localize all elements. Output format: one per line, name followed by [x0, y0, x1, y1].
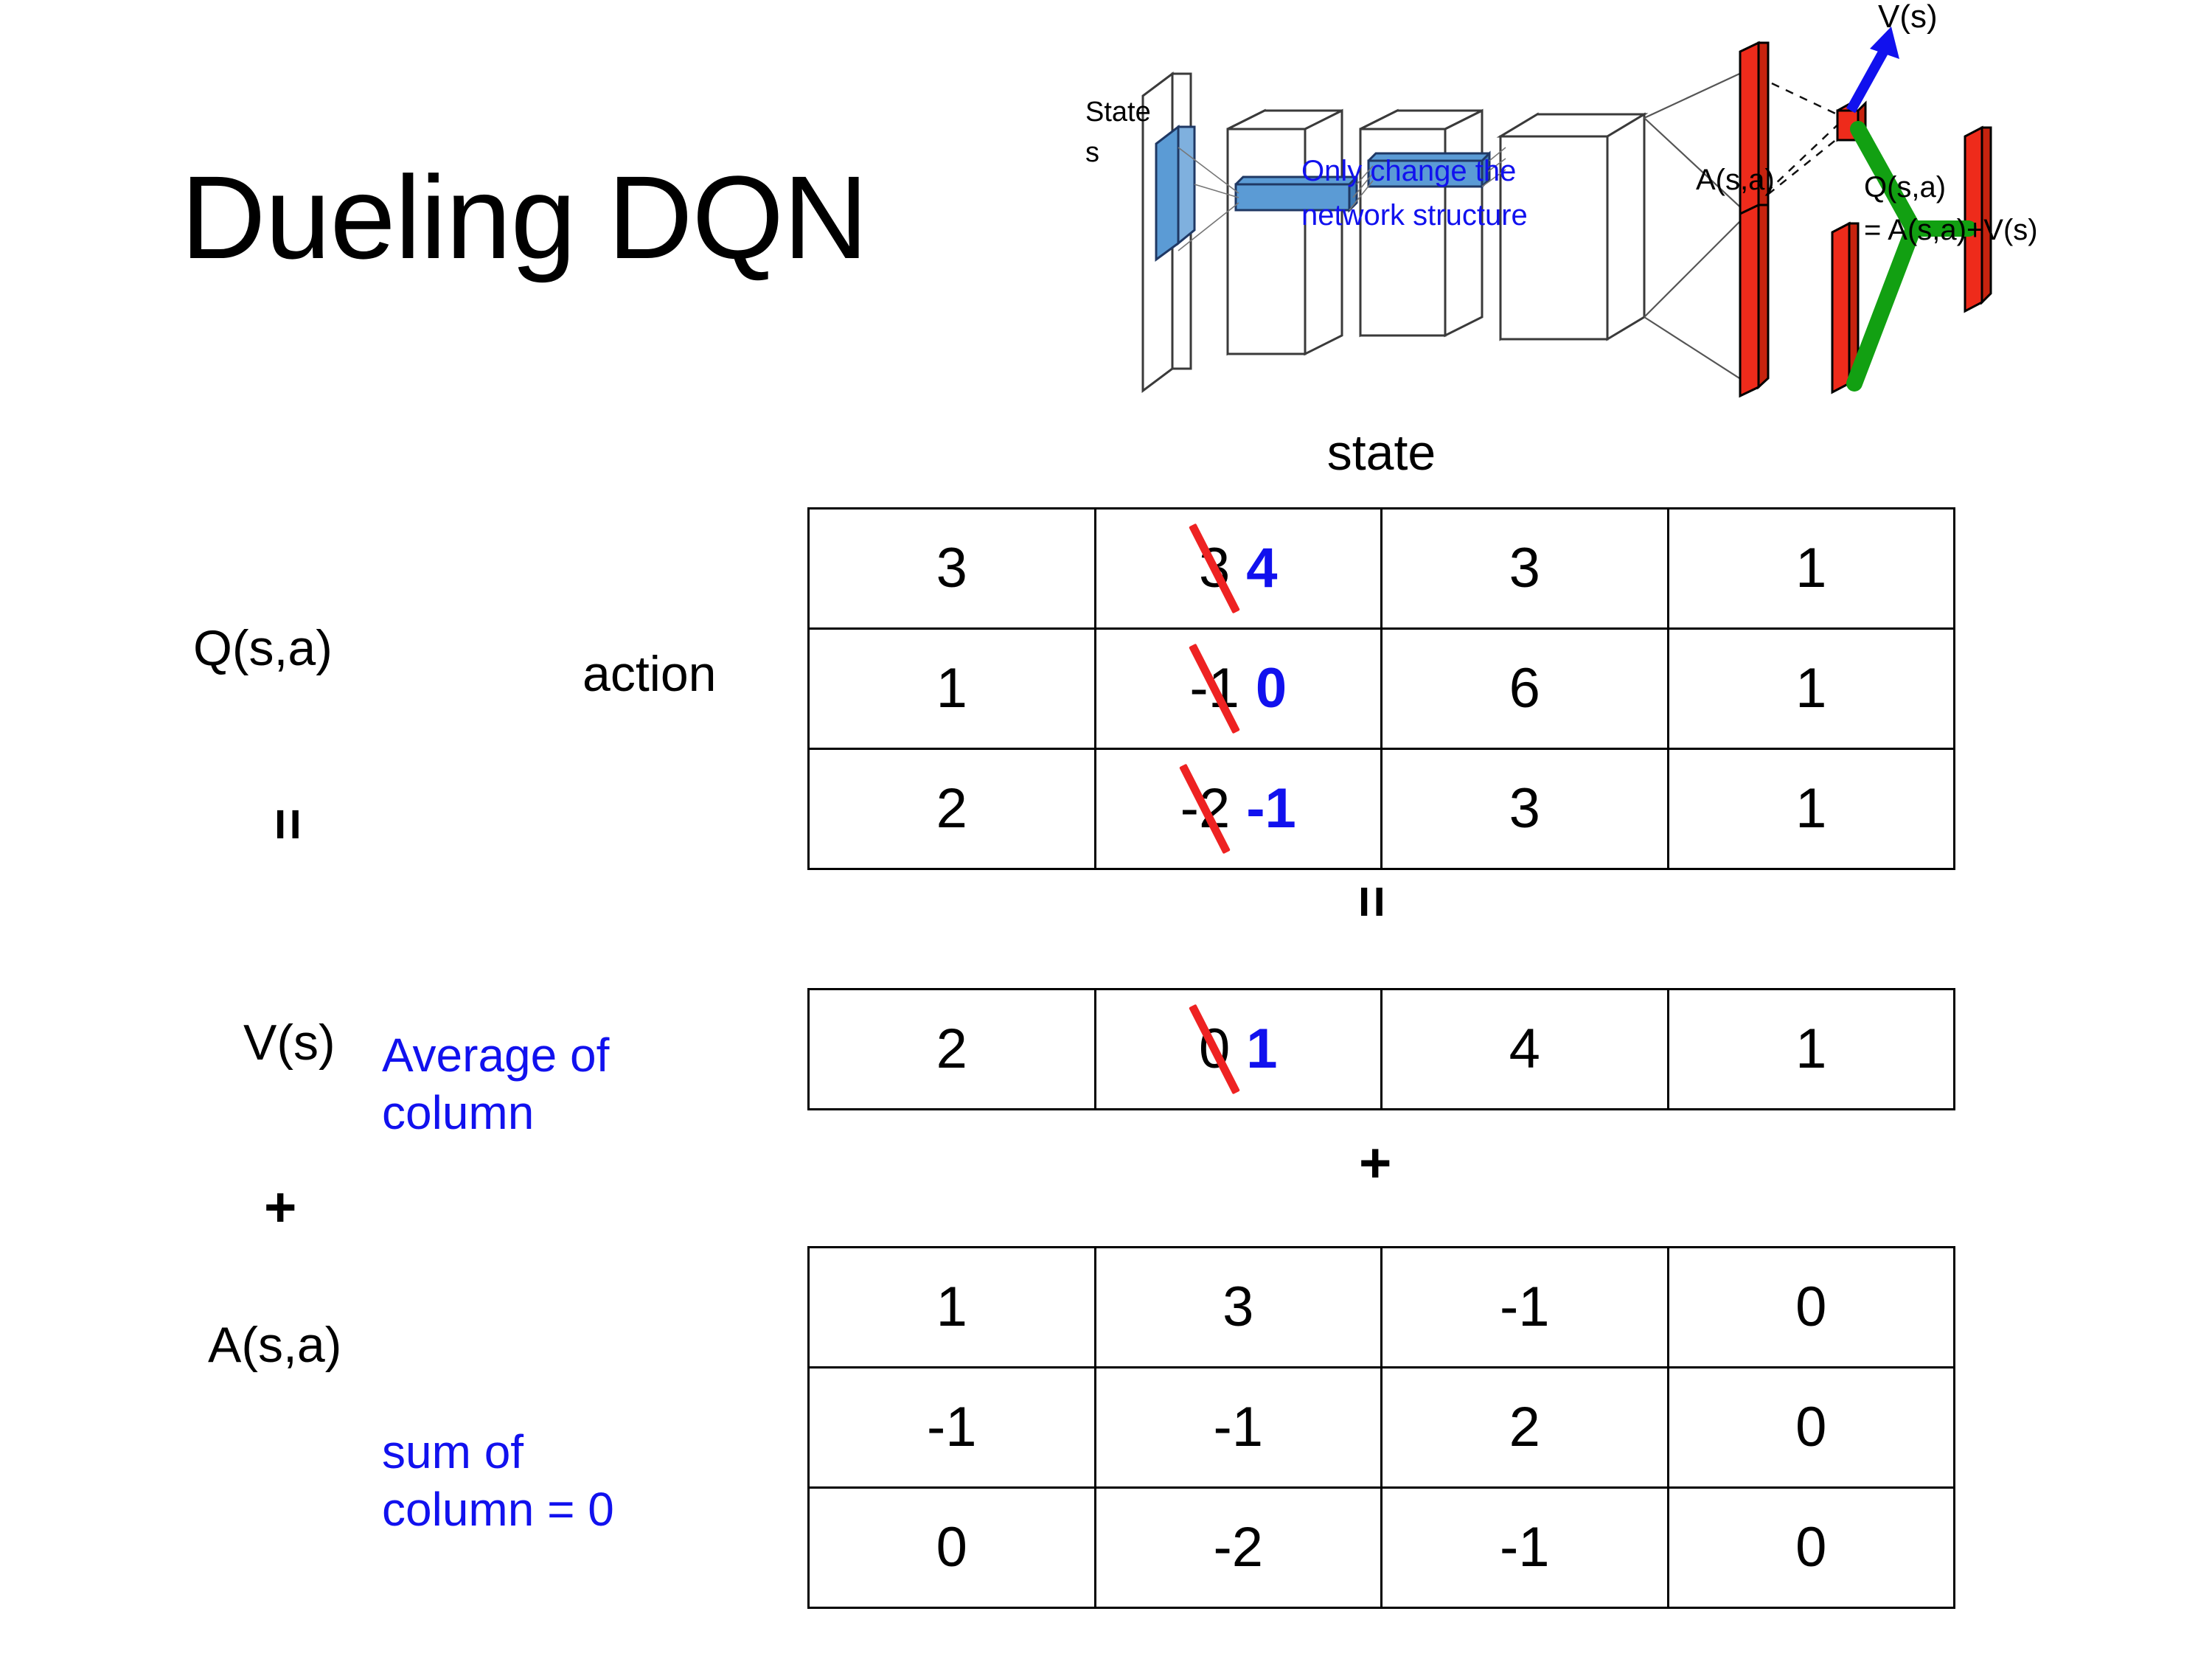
diagram-note-line2: network structure: [1301, 199, 1528, 232]
page-title: Dueling DQN: [181, 151, 869, 283]
table-cell: 0: [807, 1486, 1096, 1609]
dueling-network-diagram: State s Only change the network structur…: [1085, 0, 2212, 413]
plus-left: +: [264, 1176, 297, 1239]
table-cell: 3: [1380, 748, 1669, 870]
table-cell: 0: [1666, 1486, 1955, 1609]
diagram-input-label: State s: [1085, 92, 1151, 173]
table-cell: 2: [807, 748, 1096, 870]
equals-under-q: =: [257, 807, 320, 841]
note-sum-line1: sum of: [382, 1425, 524, 1478]
table-cell: 1: [1666, 627, 1955, 750]
label-v-function: V(s): [243, 1015, 335, 1071]
struck-old-value: -2: [1180, 777, 1231, 840]
table-cell: 1: [1666, 988, 1955, 1110]
action-row-header: action: [582, 646, 717, 702]
table-cell: -1: [1380, 1486, 1669, 1609]
note-sum-of-column: sum of column = 0: [382, 1423, 614, 1538]
plus-between-v-and-a: +: [1359, 1132, 1392, 1194]
equals-between-q-and-v: =: [1340, 885, 1404, 919]
table-cell: -1: [1093, 1366, 1382, 1489]
diagram-value-label: V(s): [1878, 0, 1938, 35]
table-cell: 3: [1380, 507, 1669, 630]
struck-old-value: 0: [1198, 1018, 1231, 1080]
label-q-function: Q(s,a): [193, 620, 333, 676]
diagram-output-label-line1: Q(s,a): [1864, 171, 1947, 204]
diagram-note: Only change the network structure: [1301, 149, 1528, 237]
table-cell: 1: [807, 627, 1096, 750]
new-value: 4: [1246, 537, 1278, 599]
note-average-line2: column: [382, 1086, 535, 1140]
table-cell: 1: [1666, 748, 1955, 870]
state-column-header: state: [1326, 425, 1436, 481]
edited-cell: -2-1: [1180, 781, 1296, 837]
table-cell: 3: [1093, 1246, 1382, 1368]
struck-old-value: -1: [1189, 657, 1239, 720]
table-cell: 4: [1380, 988, 1669, 1110]
note-average-of-column: Average of column: [382, 1026, 609, 1141]
note-sum-line2: column = 0: [382, 1483, 614, 1537]
diagram-input-label-line1: State: [1085, 97, 1151, 128]
diagram-output-label-line2: = A(s,a)+V(s): [1864, 214, 2038, 246]
label-a-function: A(s,a): [208, 1317, 342, 1373]
table-cell: 3: [807, 507, 1096, 630]
table-cell: 0: [1666, 1246, 1955, 1368]
struck-old-value: 3: [1198, 537, 1231, 599]
table-cell: 2: [1380, 1366, 1669, 1489]
table-cell: 1: [1666, 507, 1955, 630]
diagram-output-label: Q(s,a) = A(s,a)+V(s): [1864, 166, 2038, 251]
diagram-advantage-label: A(s,a): [1696, 164, 1775, 196]
diagram-note-line1: Only change the: [1301, 155, 1517, 187]
table-cell: -1 0: [1093, 627, 1382, 750]
table-cell: 2: [807, 988, 1096, 1110]
table-cell: 1: [807, 1246, 1096, 1368]
table-cell: -2-1: [1093, 748, 1382, 870]
table-cell: -1: [1380, 1246, 1669, 1368]
diagram-input-label-line2: s: [1085, 137, 1099, 169]
new-value: -1: [1246, 777, 1296, 840]
new-value: 1: [1246, 1018, 1278, 1080]
table-cell: 6: [1380, 627, 1669, 750]
note-average-line1: Average of: [382, 1029, 610, 1082]
table-cell: 0: [1666, 1366, 1955, 1489]
table-cell: -1: [807, 1366, 1096, 1489]
table-cell: -2: [1093, 1486, 1382, 1609]
new-value: 0: [1255, 657, 1287, 720]
